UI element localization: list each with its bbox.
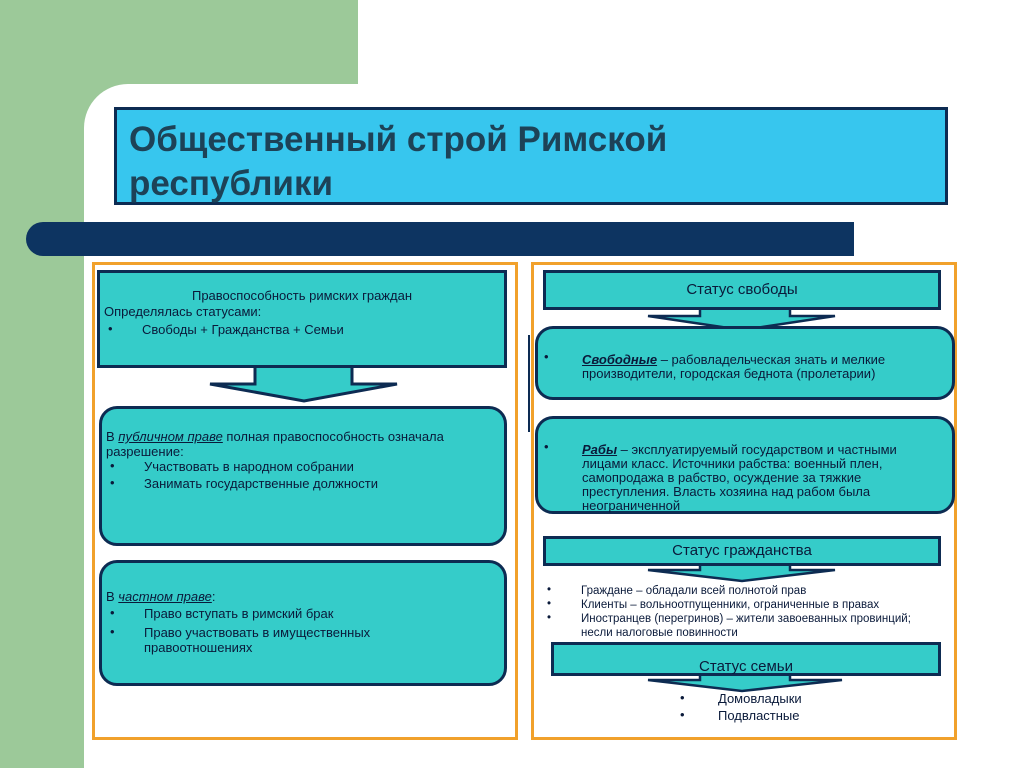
citizenship-item: Иностранцев (перегринов) – жители завоев… [543, 611, 921, 640]
left-panel [92, 262, 518, 740]
decorative-navy-bar [26, 222, 854, 256]
private-law-text: В частном праве: [106, 589, 216, 604]
title-box: Общественный строй Римской республики [114, 107, 948, 205]
citizenship-status-header: Статус гражданства [543, 536, 941, 566]
private-law-term: частном праве [118, 589, 212, 604]
legal-capacity-item: Свободы + Гражданства + Семьи [104, 321, 522, 337]
legal-capacity-box: Правоспособность римских граждан Определ… [97, 270, 507, 368]
citizenship-item: Клиенты – вольноотпущенники, ограниченны… [543, 597, 943, 612]
private-law-item: Право вступать в римский брак [106, 605, 474, 621]
public-law-box: В публичном праве полная правоспособност… [99, 406, 507, 546]
slaves-box: • Рабы – эксплуатируемый государством и … [535, 416, 955, 514]
free-people-box: • Свободные – рабовладельческая знать и … [535, 326, 955, 400]
freedom-status-header: Статус свободы [543, 270, 941, 310]
free-people-term: Свободные [582, 352, 658, 367]
private-law-item: Право участвовать в имущественных правоо… [106, 624, 444, 655]
public-law-term: публичном праве [118, 429, 223, 444]
right-panel [531, 262, 957, 740]
slaves-term: Рабы [582, 442, 618, 457]
family-item: Подвластные [676, 706, 802, 724]
legal-capacity-intro: Определялась статусами: [104, 304, 262, 319]
slaves-text: Рабы – эксплуатируемый государством и ча… [582, 442, 897, 513]
public-law-text: В публичном праве полная правоспособност… [106, 429, 444, 459]
free-people-text: Свободные – рабовладельческая знать и ме… [582, 352, 886, 381]
private-law-box: В частном праве: Право вступать в римски… [99, 560, 507, 686]
title-line-2: республики [129, 164, 333, 203]
family-item: Домовладыки [676, 689, 802, 707]
title-line-1: Общественный строй Римской [129, 120, 668, 159]
family-list: Домовладыки Подвластные [676, 689, 802, 724]
family-status-header: Статус семьи [551, 642, 941, 676]
citizenship-list: Граждане – обладали всей полнотой прав К… [543, 583, 943, 640]
slide-title: Общественный строй Римской республики [129, 118, 667, 206]
public-law-item: Участвовать в народном собрании [106, 458, 524, 474]
public-law-item: Занимать государственные должности [106, 475, 524, 491]
citizenship-item: Граждане – обладали всей полнотой прав [543, 583, 943, 598]
legal-capacity-heading: Правоспособность римских граждан [191, 288, 413, 303]
